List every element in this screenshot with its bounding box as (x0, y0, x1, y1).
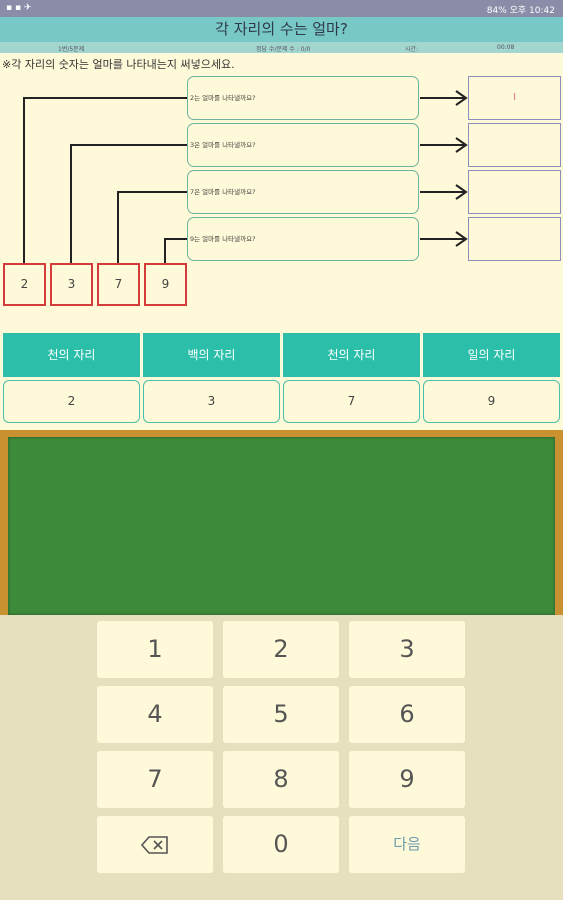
question-area: ※각 자리의 숫자는 얼마를 나타내는지 써넣으세요. 2 3 7 9 2는 얼… (0, 53, 563, 430)
connector-line-3 (117, 191, 187, 263)
connector-lines (23, 90, 468, 263)
next-button[interactable]: 다음 (349, 816, 465, 873)
question-box-3: 7은 얼마를 나타낼까요? (187, 170, 419, 214)
key-3[interactable]: 3 (349, 621, 465, 678)
digit-box-4: 9 (144, 263, 187, 306)
status-icons-right: 84% 오후 10:42 (487, 3, 555, 16)
chalkboard (0, 430, 563, 615)
key-4[interactable]: 4 (97, 686, 213, 743)
problem-progress: 1번/5문제 (58, 46, 85, 53)
connector-line-1 (23, 97, 187, 263)
backspace-button[interactable] (97, 816, 213, 873)
place-header-1: 천의 자리 (3, 333, 140, 377)
place-value-4: 9 (423, 380, 560, 423)
key-8[interactable]: 8 (223, 751, 339, 808)
title-bar: 각 자리의 수는 얼마? (0, 17, 563, 42)
arrow-head-4 (455, 231, 468, 247)
place-header-4: 일의 자리 (423, 333, 560, 377)
arrow-head-3 (455, 184, 468, 200)
connector-line-4 (164, 238, 187, 263)
question-box-4: 9는 얼마를 나타낼까요? (187, 217, 419, 261)
chalkboard-surface[interactable] (8, 437, 555, 615)
time-label: 시간: (405, 46, 419, 53)
answer-box-1[interactable]: I (468, 76, 561, 120)
score-text: 정답 수/문제 수 : 0/0 (256, 46, 311, 53)
arrow-head-2 (455, 137, 468, 153)
place-value-1: 2 (3, 380, 140, 423)
key-6[interactable]: 6 (349, 686, 465, 743)
key-9[interactable]: 9 (349, 751, 465, 808)
key-2[interactable]: 2 (223, 621, 339, 678)
status-right-text: 84% 오후 10:42 (486, 6, 555, 16)
key-7[interactable]: 7 (97, 751, 213, 808)
backspace-icon (140, 836, 168, 854)
notification-icon: ▪ ▪ ✈ (6, 3, 32, 13)
digit-box-2: 3 (50, 263, 93, 306)
instruction-text: ※각 자리의 숫자는 얼마를 나타내는지 써넣으세요. (2, 58, 235, 71)
digit-box-3: 7 (97, 263, 140, 306)
key-1[interactable]: 1 (97, 621, 213, 678)
answer-box-3[interactable] (468, 170, 561, 214)
status-bar: ▪ ▪ ✈ 84% 오후 10:42 (0, 0, 563, 17)
info-bar: 1번/5문제 정답 수/문제 수 : 0/0 시간: 00:08 (0, 42, 563, 53)
connector-line-2 (70, 144, 187, 263)
time-value: 00:08 (497, 44, 515, 51)
answer-box-4[interactable] (468, 217, 561, 261)
answer-box-2[interactable] (468, 123, 561, 167)
place-header-3: 천의 자리 (283, 333, 420, 377)
key-5[interactable]: 5 (223, 686, 339, 743)
place-value-3: 7 (283, 380, 420, 423)
question-box-1: 2는 얼마를 나타낼까요? (187, 76, 419, 120)
place-value-2: 3 (143, 380, 280, 423)
arrow-head-1 (455, 90, 468, 106)
place-header-2: 백의 자리 (143, 333, 280, 377)
key-0[interactable]: 0 (223, 816, 339, 873)
number-keypad: 1 2 3 4 5 6 7 8 9 0 다음 (0, 615, 563, 900)
question-box-2: 3은 얼마를 나타낼까요? (187, 123, 419, 167)
page-title: 각 자리의 수는 얼마? (215, 20, 348, 38)
digit-box-1: 2 (3, 263, 46, 306)
status-icons-left: ▪ ▪ ✈ (6, 3, 31, 13)
